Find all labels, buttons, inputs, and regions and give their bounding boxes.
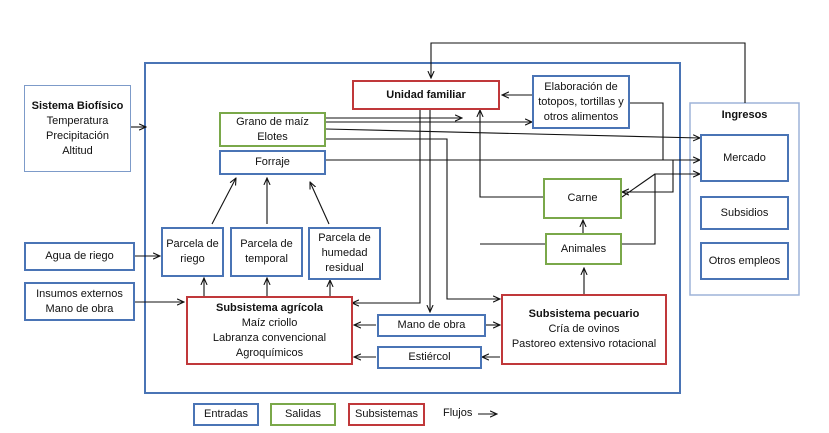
animales-box: Animales [545, 233, 622, 265]
flow-ingresos-unidad [431, 42, 746, 103]
estiercol-box: Estiércol [377, 346, 482, 369]
grano-box: Grano de maíz Elotes [219, 112, 326, 147]
unidad-familiar-box: Unidad familiar [352, 80, 500, 110]
flow-grano-pecuario [326, 138, 500, 299]
legend-salidas: Salidas [270, 403, 336, 426]
grano-line: Elotes [257, 130, 288, 143]
grano-line: Grano de maíz [236, 115, 309, 128]
subsidios-label: Subsidios [720, 206, 769, 219]
ingresos-title: Ingresos [700, 106, 789, 124]
insumos-line: Mano de obra [45, 302, 114, 315]
flow-animales-mercado [622, 174, 700, 245]
carne-label: Carne [567, 192, 598, 204]
animales-label: Animales [560, 242, 607, 255]
mano-obra-box: Mano de obra [377, 314, 486, 337]
elaboracion-box: Elaboración de totopos, tortillas y otro… [532, 75, 630, 129]
flow-forraje-animales [326, 159, 674, 192]
biofisico-title: Sistema Biofísico [31, 99, 124, 112]
legend-subsistemas: Subsistemas [348, 403, 425, 426]
elaboracion-line: otros alimentos [543, 110, 619, 123]
mercado-box: Mercado [700, 134, 789, 182]
mano-obra-label: Mano de obra [397, 319, 466, 331]
parcela-riego-box: Parcela de riego [161, 227, 224, 277]
otros-empleos-label: Otros empleos [708, 254, 781, 267]
flow-carne-unidad [480, 110, 543, 198]
insumos-line: Insumos externos [36, 287, 123, 300]
agricola-line: Labranza convencional [212, 331, 327, 344]
parcela-line: Parcela de [318, 232, 371, 244]
agricola-title: Subsistema agrícola [216, 301, 323, 314]
flow-elaboracion-mercado [630, 102, 700, 160]
elaboracion-line: Elaboración de [544, 80, 618, 93]
parcela-line: residual [325, 262, 364, 274]
parcela-line: Parcela de [166, 238, 219, 250]
flow-humedad-forraje [310, 182, 330, 225]
pecuario-line: Cría de ovinos [548, 323, 620, 335]
elaboracion-line: totopos, tortillas y [538, 95, 624, 108]
agricola-line: Agroquímicos [235, 346, 304, 359]
forraje-box: Forraje [219, 150, 326, 175]
flow-riego-forraje [211, 178, 236, 225]
ingresos-title-label: Ingresos [721, 108, 768, 121]
agua-riego-box: Agua de riego [24, 242, 135, 271]
subsidios-box: Subsidios [700, 196, 789, 230]
mercado-label: Mercado [723, 151, 766, 164]
legend-entradas-label: Entradas [203, 408, 249, 420]
legend-salidas-label: Salidas [284, 408, 322, 420]
parcela-line: humedad [321, 247, 368, 259]
parcela-line: temporal [245, 253, 288, 265]
carne-box: Carne [543, 178, 622, 219]
parcela-humedad-box: Parcela de humedad residual [308, 227, 381, 280]
legend-flujos-label: Flujos [443, 407, 473, 419]
biofisico-line: Temperatura [46, 114, 109, 127]
parcela-line: Parcela de [240, 238, 293, 250]
legend-entradas: Entradas [193, 403, 259, 426]
parcela-line: riego [180, 253, 205, 265]
flow-unidad-agricola [352, 110, 421, 303]
subsistema-agricola-box: Subsistema agrícola Maíz criollo Labranz… [186, 296, 353, 365]
estiercol-label: Estiércol [408, 351, 451, 363]
otros-empleos-box: Otros empleos [700, 242, 789, 280]
subsistema-pecuario-box: Subsistema pecuario Cría de ovinos Pasto… [501, 294, 667, 365]
insumos-box: Insumos externos Mano de obra [24, 282, 135, 321]
agricola-line: Maíz criollo [241, 316, 298, 329]
legend-subsistemas-label: Subsistemas [355, 408, 418, 420]
system-frame [144, 62, 681, 394]
unidad-familiar-label: Unidad familiar [386, 88, 466, 101]
biofisico-line: Altitud [62, 144, 93, 157]
pecuario-line: Pastoreo extensivo rotacional [511, 338, 657, 350]
flow-grano-mercado [325, 128, 700, 138]
parcela-temporal-box: Parcela de temporal [230, 227, 303, 277]
biofisico-line: Precipitación [46, 129, 109, 142]
flow-carne-mercado [621, 173, 656, 198]
forraje-label: Forraje [255, 156, 290, 168]
pecuario-title: Subsistema pecuario [528, 308, 640, 320]
biofisico-box: Sistema Biofísico Temperatura Precipitac… [24, 85, 131, 172]
agua-riego-label: Agua de riego [45, 250, 114, 262]
